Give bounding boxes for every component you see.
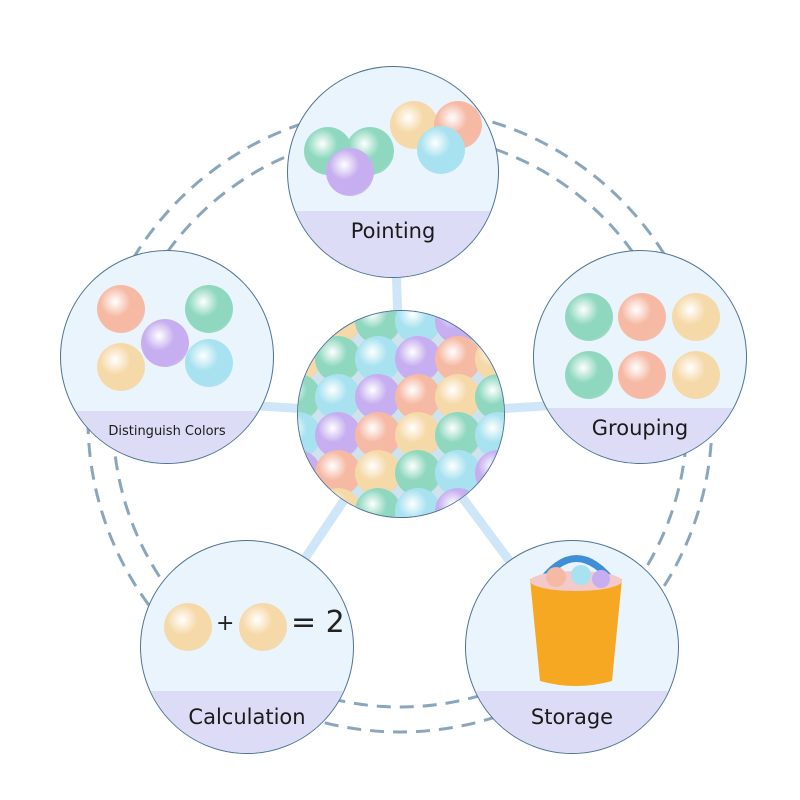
pointing-label: Pointing [288,211,498,277]
pointing-circle: Pointing [287,66,499,278]
ball-peach [618,293,666,341]
ball-purple [298,450,321,496]
ball-cream [164,603,212,651]
grouping-label: Grouping [534,408,746,463]
grouping-circle: Grouping [533,250,747,464]
storage-label: Storage [466,691,678,753]
bucket-icon [530,555,622,686]
ball-mint [185,285,233,333]
equals-two: = 2 [291,605,345,640]
plus-sign: + [216,611,235,636]
distinguish-colors-label: Distinguish Colors [61,411,273,463]
ball-mint [565,351,613,399]
ball-cream [672,293,720,341]
ball-purple [326,148,374,196]
storage-circle: Storage [465,540,679,754]
ball-sky [417,126,465,174]
ball-mint [355,488,401,517]
ball-cream [672,351,720,399]
ball-sky [185,339,233,387]
ball-peach [618,351,666,399]
ball-cream [298,336,321,382]
ball-cream [97,343,145,391]
ball-sky [395,488,441,517]
calculation-circle: + = 2 Calculation [140,540,354,754]
ball-cream [239,603,287,651]
ball-peach [97,285,145,333]
distinguish-colors-circle: Distinguish Colors [60,250,274,464]
ball-sky [298,412,321,458]
ball-purple [141,319,189,367]
ball-mint [298,374,321,420]
calculation-label: Calculation [141,691,353,753]
ball-mint [565,293,613,341]
center-ball-pile-image [297,310,505,518]
